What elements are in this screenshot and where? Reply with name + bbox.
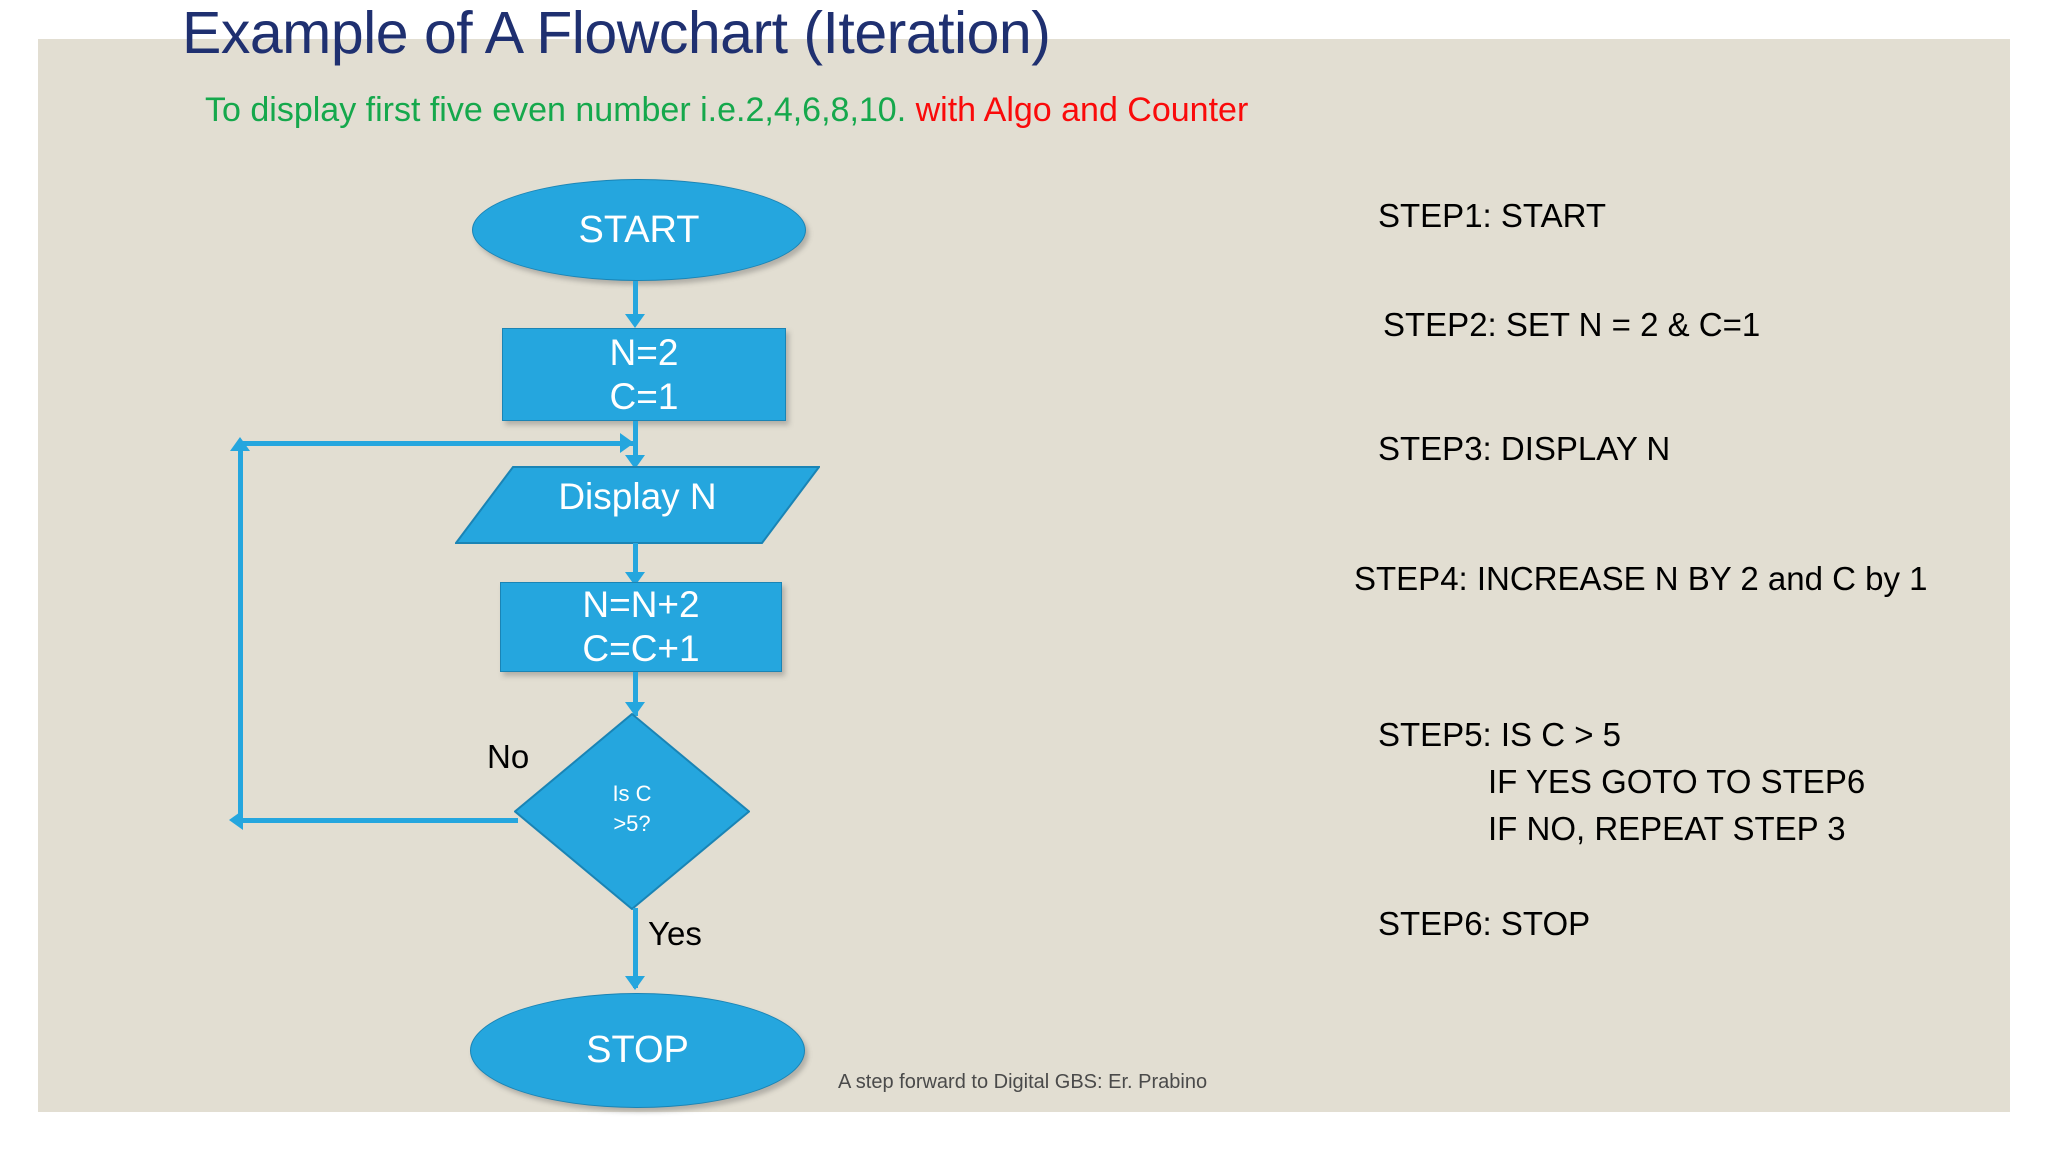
algorithm-step-3: STEP3: DISPLAY N bbox=[1378, 430, 1671, 467]
subtitle: To display first five even number i.e.2,… bbox=[205, 88, 1705, 132]
flow-node-init-line1: N=2 bbox=[609, 331, 679, 373]
arrowhead-start-to-init-icon bbox=[625, 314, 645, 328]
flow-node-increment-line2: C=C+1 bbox=[582, 628, 700, 669]
connector-decision-yes-to-stop bbox=[633, 908, 638, 988]
algorithm-step-4: STEP4: INCREASE N BY 2 and C by 1 bbox=[1354, 560, 1928, 597]
subtitle-red-part: with Algo and Counter bbox=[906, 91, 1249, 129]
arrowhead-init-to-display-icon bbox=[625, 455, 645, 469]
arrowhead-incr-to-decision-icon bbox=[625, 702, 645, 716]
content-panel bbox=[38, 39, 2010, 1112]
arrowhead-decision-to-stop-icon bbox=[625, 976, 645, 990]
flow-node-init-line2: C=1 bbox=[609, 375, 679, 417]
flow-node-increment[interactable]: N=N+2 C=C+1 bbox=[500, 582, 782, 672]
diamond-shape-icon bbox=[514, 713, 750, 910]
connector-incr-to-decision bbox=[633, 672, 638, 716]
flow-node-decision-line1: Is C bbox=[612, 780, 652, 806]
arrowhead-loopback-right-icon bbox=[620, 433, 634, 453]
footer-note: A step forward to Digital GBS: Er. Prabi… bbox=[838, 1071, 1208, 1093]
connector-loopback-horizontal-top bbox=[240, 441, 634, 446]
algorithm-step-2: STEP2: SET N = 2 & C=1 bbox=[1383, 306, 1761, 343]
flow-node-display[interactable]: Display N bbox=[455, 466, 820, 544]
algorithm-step-5-yes: IF YES GOTO TO STEP6 bbox=[1488, 763, 1866, 800]
flow-node-decision-line2: >5? bbox=[613, 810, 651, 836]
flow-node-stop-label: STOP bbox=[586, 1029, 689, 1071]
flow-node-decision[interactable]: Is C >5? bbox=[514, 713, 750, 910]
parallelogram-shape-icon bbox=[455, 466, 820, 544]
connector-loopback-horizontal-bottom bbox=[240, 818, 518, 823]
connector-loopback-vertical bbox=[238, 447, 243, 821]
flow-node-stop[interactable]: STOP bbox=[470, 993, 805, 1108]
edge-label-no: No bbox=[487, 738, 530, 775]
connector-start-to-init bbox=[633, 281, 638, 319]
flow-node-increment-line1: N=N+2 bbox=[582, 584, 700, 625]
connector-init-to-display bbox=[633, 421, 638, 463]
subtitle-green-part: To display first five even number i.e.2,… bbox=[205, 91, 907, 129]
flow-node-start-label: START bbox=[578, 208, 700, 251]
flow-node-decision-text: Is C >5? bbox=[612, 779, 651, 839]
flow-node-init[interactable]: N=2 C=1 bbox=[502, 328, 786, 421]
flow-node-start[interactable]: START bbox=[472, 179, 806, 281]
algorithm-step-6: STEP6: STOP bbox=[1378, 905, 1591, 942]
algorithm-step-5: STEP5: IS C > 5 bbox=[1378, 716, 1622, 753]
algorithm-step-5-no: IF NO, REPEAT STEP 3 bbox=[1488, 810, 1846, 847]
edge-label-yes: Yes bbox=[648, 915, 702, 952]
connector-display-to-incr bbox=[633, 543, 638, 585]
page-title: Example of A Flowchart (Iteration) bbox=[182, 0, 1051, 66]
algorithm-step-1: STEP1: START bbox=[1378, 197, 1607, 234]
flow-node-display-label: Display N bbox=[558, 476, 717, 517]
